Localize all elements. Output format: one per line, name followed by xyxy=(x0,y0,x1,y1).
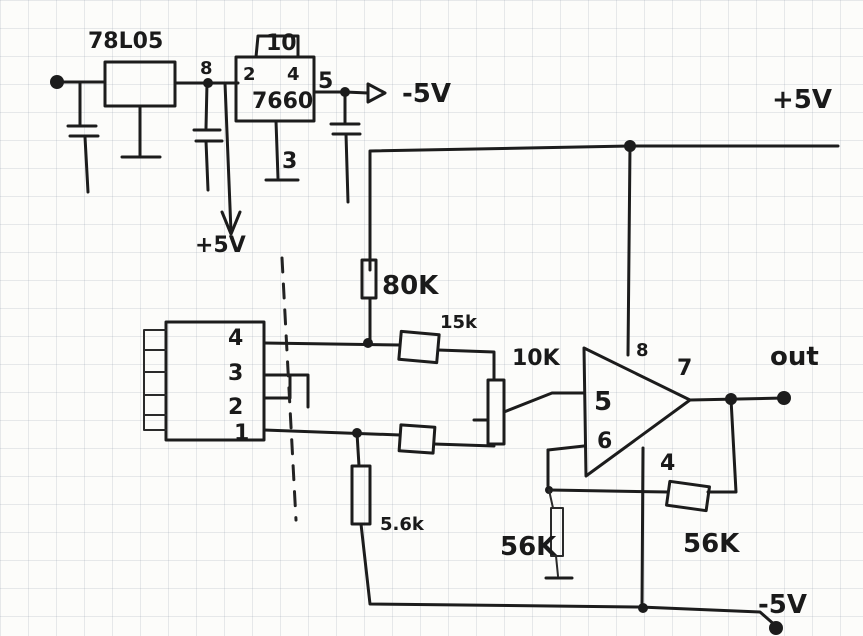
pos-5v-rail-label: +5V xyxy=(772,85,832,115)
connector-pin-1-label: 1 xyxy=(234,421,249,446)
converter-pin-2-label: 2 xyxy=(243,64,256,85)
board-edge-line xyxy=(280,256,298,522)
resistor-56k-right-label: 56K xyxy=(683,529,740,559)
opamp-pin-8-label: 8 xyxy=(636,340,649,361)
neg-5v-label: -5V xyxy=(402,79,451,109)
resistor-5k6-label: 5.6k xyxy=(380,514,425,535)
signal-upper-wire xyxy=(262,329,496,382)
connector xyxy=(143,320,310,442)
regulator-label: 78L05 xyxy=(88,29,163,54)
resistor-80k xyxy=(360,258,378,345)
output-label: out xyxy=(770,342,819,372)
regulator-78l05 xyxy=(103,60,240,159)
resistor-80k-label: 80K xyxy=(382,271,439,301)
connector-pin-4-label: 4 xyxy=(228,326,243,351)
resistor-5k6 xyxy=(350,446,783,635)
regulator-output-node xyxy=(192,78,242,236)
input-node xyxy=(50,75,107,89)
feedback-56k xyxy=(545,397,738,513)
connector-pin-3-label: 3 xyxy=(228,361,243,386)
resistor-56k-left xyxy=(544,489,574,580)
opamp-pin-5-label: 5 xyxy=(594,387,612,417)
pos-5v-down-label: +5V xyxy=(195,233,246,258)
pot-10k-label: 10K xyxy=(512,346,561,371)
opamp xyxy=(546,346,692,488)
converter-pin-5-label: 5 xyxy=(318,69,333,94)
converter-pin-4-label: 4 xyxy=(287,64,300,85)
pot-10k xyxy=(472,378,586,446)
neg-5v-output xyxy=(329,82,387,204)
opamp-pin-4-label: 4 xyxy=(660,451,675,476)
converter-7660 xyxy=(234,34,347,182)
converter-pin-3-label: 3 xyxy=(282,149,297,174)
resistor-56k-left-label: 56K xyxy=(500,532,557,562)
neg-5v-rail-label: -5V xyxy=(758,590,807,620)
resistor-15k-label: 15k xyxy=(440,312,478,333)
signal-lower-wire xyxy=(262,423,496,468)
cap-value-label: 10 xyxy=(266,31,297,56)
output-wire xyxy=(688,391,791,405)
opamp-pin-7-label: 7 xyxy=(677,356,692,381)
node-8-label: 8 xyxy=(200,58,213,79)
input-cap xyxy=(66,80,100,194)
converter-label: 7660 xyxy=(252,89,313,114)
connector-pin-2-label: 2 xyxy=(228,395,243,420)
opamp-pin-6-label: 6 xyxy=(597,429,612,454)
pos-5v-rail xyxy=(368,140,840,357)
